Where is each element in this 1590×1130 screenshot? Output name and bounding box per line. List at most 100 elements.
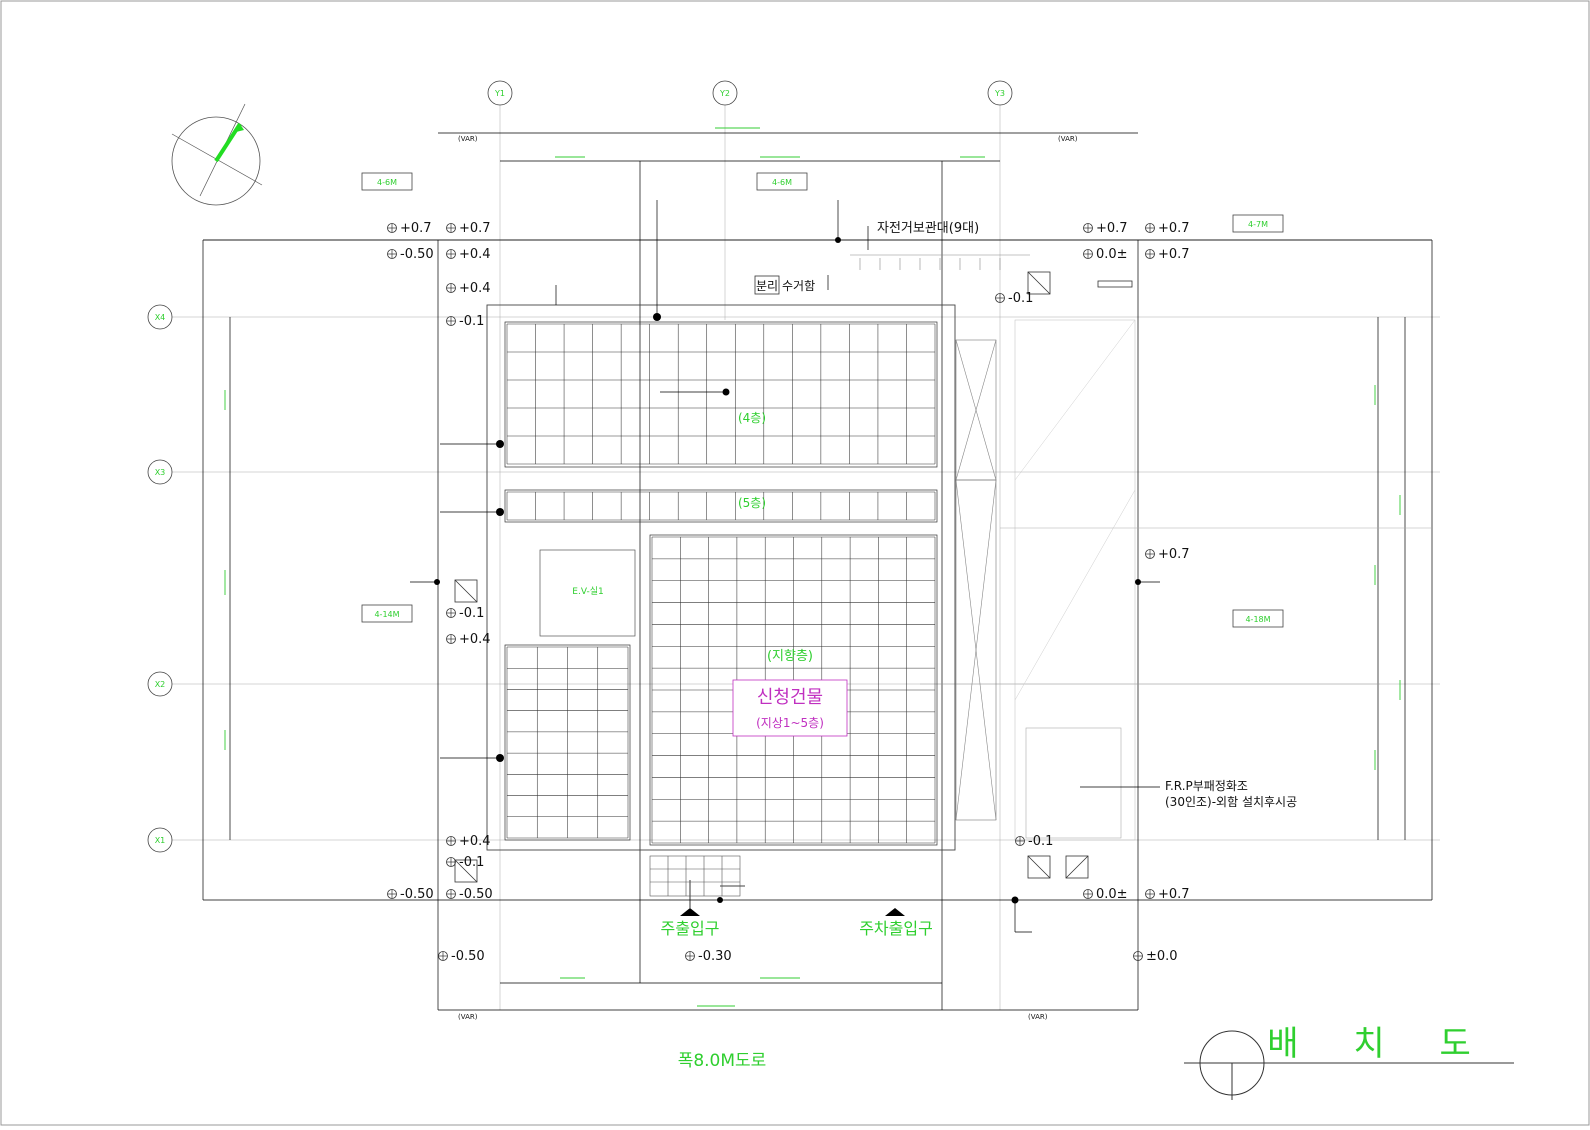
svg-text:4-6M: 4-6M — [377, 178, 397, 187]
level-value: 0.0± — [1096, 247, 1128, 262]
level-value: +0.7 — [1158, 547, 1190, 562]
title-block: 배 치 도 — [1184, 1024, 1514, 1100]
level-value: -0.1 — [459, 855, 484, 870]
recycling-bin: 분리 수거함 — [754, 275, 815, 295]
level-value: +0.7 — [1096, 221, 1128, 236]
level-marker: +0.7 — [1145, 547, 1190, 562]
level-marker: -0.1 — [995, 291, 1033, 306]
box-label-b4: 4-14M — [361, 604, 413, 623]
level-marker: -0.50 — [387, 887, 434, 902]
level-value: -0.1 — [459, 314, 484, 329]
svg-text:Y1: Y1 — [494, 89, 505, 98]
level-marker: -0.1 — [446, 314, 484, 329]
stair-grid — [649, 855, 741, 897]
axis-bubble-y3: Y3 — [987, 80, 1013, 106]
bicycle-rack-label: 자전거보관대(9대) — [877, 221, 979, 236]
core-label: E.V-실1 — [572, 586, 603, 597]
box-label-b3: 4-7M — [1232, 214, 1284, 233]
pedestrian-entrance-label: 주출입구 — [661, 919, 720, 938]
level-marker: +0.7 — [1145, 887, 1190, 902]
box-label-b5: 4-18M — [1232, 609, 1284, 628]
level-value: -0.1 — [459, 606, 484, 621]
equipment-icon — [1027, 855, 1051, 879]
septic-tank-label-1: F.R.P부패정화조 — [1165, 779, 1248, 793]
axis-bubble-y1: Y1 — [487, 80, 513, 106]
level-marker: -0.30 — [685, 949, 732, 964]
level-marker: +0.7 — [1145, 247, 1190, 262]
level-markers: +0.7 +0.7 -0.50 +0.4 +0.4 -0.1 +0.7 +0.7 0.0± +0.… — [387, 221, 1190, 964]
level-value: +0.4 — [459, 834, 491, 849]
svg-text:(VAR): (VAR) — [458, 1013, 478, 1021]
equipment-icon — [1065, 855, 1089, 879]
equipment-icon — [454, 859, 478, 883]
level-value: +0.7 — [459, 221, 491, 236]
svg-text:(VAR): (VAR) — [1058, 135, 1078, 143]
entrance-arrow-icon — [885, 908, 905, 916]
axis-bubble-x2: X2 — [147, 671, 173, 697]
level-marker: +0.7 — [387, 221, 432, 236]
svg-text:4-7M: 4-7M — [1248, 220, 1268, 229]
svg-text:Y3: Y3 — [994, 89, 1005, 98]
axis-bubble-x3: X3 — [147, 459, 173, 485]
level-value: +0.7 — [1158, 887, 1190, 902]
building-name: 신청건물 — [757, 687, 823, 708]
box-label-b1: 4-6M — [361, 172, 413, 191]
level-value: +0.7 — [1158, 221, 1190, 236]
equipment-icon — [1027, 271, 1051, 295]
dimension-lines: (VAR) (VAR) (VAR) (VAR) — [202, 127, 1433, 1021]
level-marker: 0.0± — [1083, 887, 1128, 902]
level-marker: -0.1 — [446, 606, 484, 621]
level-marker: +0.7 — [1145, 221, 1190, 236]
equipment-markers — [454, 271, 1133, 883]
level-value: -0.50 — [400, 887, 434, 902]
annotation-leaders — [410, 200, 1160, 933]
level-value: -0.50 — [459, 887, 493, 902]
equipment-icon — [454, 579, 478, 603]
level-marker: -0.50 — [387, 247, 434, 262]
level-marker: -0.50 — [446, 887, 493, 902]
floor4-label: (4층) — [738, 411, 766, 425]
floor5-label: (5층) — [738, 496, 766, 510]
svg-text:4-14M: 4-14M — [374, 610, 399, 619]
level-marker: -0.1 — [446, 855, 484, 870]
svg-text:(VAR): (VAR) — [1028, 1013, 1048, 1021]
level-marker: +0.4 — [446, 247, 491, 262]
svg-text:X2: X2 — [155, 680, 166, 689]
recycling-bin-label: 수거함 — [782, 279, 815, 293]
axis-bubble-x4: X4 — [147, 304, 173, 330]
level-marker: 0.0± — [1083, 247, 1128, 262]
level-value: 0.0± — [1096, 887, 1128, 902]
roof-label: (지향층) — [767, 649, 813, 664]
svg-text:(VAR): (VAR) — [458, 135, 478, 143]
level-value: -0.1 — [1008, 291, 1033, 306]
site-boundary — [203, 161, 1432, 1010]
side-grid — [506, 646, 629, 839]
floor4-grid — [506, 323, 936, 465]
level-marker: +0.7 — [1083, 221, 1128, 236]
bicycle-rack-icon — [850, 254, 1030, 270]
svg-text:X1: X1 — [155, 836, 166, 845]
road-label: 폭8.0M도로 — [678, 1051, 767, 1071]
level-value: -0.30 — [698, 949, 732, 964]
level-value: +0.7 — [400, 221, 432, 236]
svg-text:4-18M: 4-18M — [1245, 615, 1270, 624]
axis-bubble-y2: Y2 — [712, 80, 738, 106]
level-value: +0.4 — [459, 247, 491, 262]
level-marker: +0.7 — [446, 221, 491, 236]
level-marker: +0.4 — [446, 632, 491, 647]
right-void-braces — [955, 319, 1136, 841]
level-value: -0.50 — [451, 949, 485, 964]
level-value: +0.4 — [459, 281, 491, 296]
level-marker: +0.4 — [446, 281, 491, 296]
septic-tank-label-2: (30인조)-외함 설치후시공 — [1165, 795, 1297, 809]
drain-slot — [1097, 280, 1133, 288]
level-marker: ±0.0 — [1133, 949, 1178, 964]
svg-text:분리: 분리 — [756, 279, 778, 293]
drawing-title: 배 치 도 — [1267, 1024, 1492, 1064]
box-label-b2: 4-6M — [756, 172, 808, 191]
level-value: -0.50 — [400, 247, 434, 262]
axis-bubble-x1: X1 — [147, 827, 173, 853]
